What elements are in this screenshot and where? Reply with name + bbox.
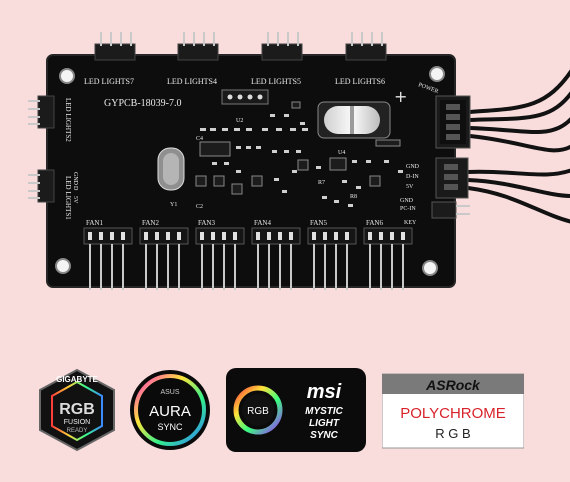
header-label-lights5: LED LIGHTS5 <box>251 77 301 86</box>
header-label-lights6: LED LIGHTS6 <box>335 77 385 86</box>
ref-c4: C4 <box>196 136 203 142</box>
asrock-polychrome-badge: ASRock POLYCHROME R G B <box>382 373 524 449</box>
pin-gnd-b: GND <box>400 198 414 204</box>
crystal-oscillator <box>157 147 185 191</box>
header-label-lights7: LED LIGHTS7 <box>84 77 134 86</box>
fan-label-2: FAN2 <box>142 219 159 227</box>
gigabyte-rgb: RGB <box>59 401 95 418</box>
header-label-lights4: LED LIGHTS4 <box>167 77 217 86</box>
pin-din: D-IN <box>406 174 419 180</box>
msi-rgb: RGB <box>247 406 269 417</box>
left-pin-d: D <box>72 186 78 191</box>
left-headers <box>28 95 55 203</box>
left-pin-5v: 5V <box>72 196 78 204</box>
fan-headers <box>83 227 413 290</box>
asus-aura-sync-badge: ASUS AURA SYNC <box>130 370 210 450</box>
pc-in-header <box>431 201 470 219</box>
fan-label-6: FAN6 <box>366 219 383 227</box>
top-header-pins <box>100 32 383 46</box>
gigabyte-ready: READY <box>67 428 88 434</box>
asus-aura: AURA <box>149 403 191 420</box>
msi-light: LIGHT <box>309 418 340 429</box>
asus-sync: SYNC <box>157 422 183 432</box>
asrock-brand: ASRock <box>425 377 481 393</box>
msi-mystic-light-badge: RGB msi MYSTIC LIGHT SYNC <box>226 368 366 452</box>
cable-bundle <box>466 69 570 224</box>
pin-gnd-a: GND <box>406 164 420 170</box>
ref-u2: U2 <box>236 118 243 124</box>
key-label: KEY <box>404 220 417 226</box>
fan-label-4: FAN4 <box>254 219 271 227</box>
power-connector <box>435 95 471 149</box>
input-connector <box>435 157 469 199</box>
ic-chip <box>221 89 269 105</box>
rgb-hub-pcb-photo: LED LIGHTS7 LED LIGHTS4 LED LIGHTS5 LED … <box>28 32 570 290</box>
asrock-rgb: R G B <box>435 426 470 441</box>
gigabyte-brand: GIGABYTE <box>56 375 98 384</box>
fan-label-3: FAN3 <box>198 219 215 227</box>
ref-y1: Y1 <box>170 202 177 208</box>
header-label-lights1: LED LIGHTS1 <box>64 176 72 220</box>
fan-label-5: FAN5 <box>310 219 327 227</box>
header-label-lights2: LED LIGHTS2 <box>64 98 72 142</box>
ref-c2: C2 <box>196 204 203 210</box>
pcb-model-label: GYPCB-18039-7.0 <box>104 98 182 109</box>
fan-label-1: FAN1 <box>86 219 103 227</box>
mounting-holes <box>55 66 445 276</box>
pin-5v: 5V <box>406 184 414 190</box>
asus-brand: ASUS <box>160 389 179 396</box>
asrock-polychrome: POLYCHROME <box>400 405 506 422</box>
pin-pcin: PC-IN <box>400 206 416 212</box>
left-pin-gnd: GND <box>72 172 78 186</box>
gigabyte-rgb-fusion-badge: GIGABYTE RGB FUSION READY <box>39 368 115 452</box>
msi-mystic: MYSTIC <box>305 406 344 417</box>
gigabyte-fusion: FUSION <box>64 419 90 426</box>
top-headers <box>94 43 387 61</box>
smd-components <box>195 101 403 207</box>
msi-sync: SYNC <box>310 430 339 441</box>
ref-r7: R7 <box>318 180 325 186</box>
msi-brand: msi <box>307 381 342 403</box>
electrolytic-capacitor <box>317 101 391 139</box>
plus-sign: + <box>394 87 407 106</box>
ref-u4: U4 <box>338 150 345 156</box>
ref-r8: R8 <box>350 194 357 200</box>
